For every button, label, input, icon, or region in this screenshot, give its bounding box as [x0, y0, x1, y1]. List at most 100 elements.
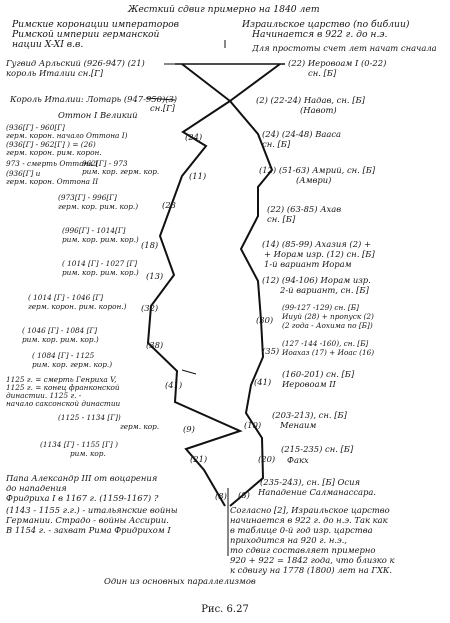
note-line-7: к сдвигу на 1778 (1800) лет на ГХК.	[230, 565, 393, 575]
label-1046-1084-1: ( 1046 [Г] - 1084 [Г]	[22, 326, 98, 335]
label-otto-great: Оттон I Великий	[58, 110, 138, 120]
left-num-13: (13)	[146, 271, 164, 281]
label-baasha-1: (24) (24-48) Вааса	[262, 129, 342, 139]
right-num-8: (8)	[238, 490, 250, 500]
label-ahab-2: сн. [Б]	[267, 214, 296, 224]
label-1125-1134-1: (1125 - 1134 [Г])	[58, 413, 121, 422]
right-num-41: (41)	[254, 377, 272, 387]
label-hugh-2: король Италии сн.[Г]	[6, 68, 103, 78]
label-962-973-1: 962[Г] - 973	[82, 159, 128, 168]
label-hoshea-1: (235-243), сн. [Б] Осия	[260, 477, 361, 487]
label-otto-a2: герм. корон. начало Оттона I)	[6, 131, 128, 140]
right-header-1: Израильское царство (по библии)	[242, 19, 410, 30]
label-jeroboam2-1: (160-201) сн. [Б]	[282, 369, 355, 379]
label-menahem-1: (203-213), сн. [Б]	[272, 410, 347, 420]
left-num-8: (8)	[215, 491, 227, 501]
label-menahem-2: Менаим	[280, 420, 317, 430]
label-1014-1027-1: ( 1014 [Г] - 1027 [Г]	[62, 259, 138, 268]
left-num-24: (24)	[185, 132, 203, 142]
label-omri-2: (Амври)	[296, 175, 332, 185]
label-ahaziah-1: (14) (85-99) Ахазия (2) +	[262, 239, 371, 249]
label-ahab-1: (22) (63-85) Ахав	[267, 204, 342, 214]
label-joram-1: (12) (94-106) Иорам изр.	[262, 275, 371, 285]
label-1125-c: династии. 1125 г. -	[6, 391, 82, 400]
label-962-973-2: рим. кор. герм. кор.	[82, 167, 160, 176]
dynasty-connector	[181, 369, 197, 375]
label-pekah-2: Факх	[287, 455, 309, 465]
left-header-3: нации X-XI в.в.	[12, 39, 84, 50]
left-num-41: (41)	[165, 380, 183, 390]
label-1014-1046-2: герм. корон. рим. корон.)	[28, 302, 127, 311]
note-line-1: Согласно [2], Израильское царство	[230, 505, 390, 515]
label-jeroboam1-2: сн. [Б]	[308, 68, 337, 78]
label-973-996-2: герм. кор. рим. кор.)	[58, 202, 139, 211]
label-ahaziah-2: + Иорам изр. (12) сн. [Б]	[264, 249, 375, 259]
label-omri-1: (12) (51-63) Амрий, сн. [Б]	[259, 165, 376, 175]
label-936-and-2: герм. корон. Оттона II	[6, 177, 99, 186]
left-num-11: (11)	[189, 171, 207, 181]
label-alexander-1: Папа Александр III от воцарения	[6, 473, 158, 483]
right-zigzag-line	[228, 63, 281, 507]
label-lothar-2: сн.[Г]	[150, 103, 175, 113]
note-line-6: 920 + 922 = 1842 года, что близко к	[230, 555, 395, 565]
left-num-38: (38)	[146, 340, 164, 350]
right-num-10: (10)	[244, 420, 262, 430]
left-num-18: (18)	[141, 240, 159, 250]
left-num-9: (9)	[183, 424, 195, 434]
left-num-32: (32)	[141, 303, 159, 313]
label-otto-death: 973 - смерть Оттона I	[6, 159, 98, 168]
left-header-1: Римские коронации императоров	[12, 19, 179, 30]
right-num-20: (20)	[258, 454, 276, 464]
label-baasha-2: сн. [Б]	[262, 139, 291, 149]
note-line-4: приходится на 920 г. н.э.,	[230, 535, 348, 545]
label-1014-1046-1: ( 1014 [Г] - 1046 [Г]	[28, 293, 104, 302]
label-pekah-1: (215-235) сн. [Б]	[281, 444, 354, 454]
label-1134-1155-2: рим. кор.	[70, 449, 106, 458]
title: Жесткий сдвиг примерно на 1840 лет	[128, 4, 320, 15]
label-hugh-1: Гугвид Арльский (926-947) (21)	[6, 58, 145, 68]
label-jeroboam2-2: Иеровоам II	[282, 379, 336, 389]
label-jehu-2: Ииуй (28) + пропуск (2)	[282, 312, 374, 321]
label-1084-1125-1: ( 1084 [Г] - 1125	[32, 351, 95, 360]
label-lothar-1: Король Италии: Лотарь (947-950)(3)	[10, 94, 178, 104]
label-1084-1125-2: рим. кор. герм. кор.)	[32, 360, 113, 369]
left-zigzag-line	[146, 63, 243, 507]
label-wars-2: Германии. Страдо - войны Ассирии.	[6, 515, 169, 525]
label-996-1014-1: (996[Г] - 1014[Г]	[62, 226, 126, 235]
label-nadab-1: (2) (22-24) Надав, сн. [Б]	[256, 95, 365, 105]
figure-caption: Рис. 6.27	[201, 604, 249, 615]
label-1125-1134-2: герм. кор.	[120, 422, 160, 431]
footer-note: Один из основных параллелизмов	[104, 576, 256, 586]
note-line-3: в таблице 0-й год изр. царства	[230, 525, 373, 535]
label-joram-2: 2-й вариант, сн. [Б]	[280, 285, 369, 295]
lothar-connector	[145, 97, 176, 101]
label-otto-b2: герм. корон. рим. корон.	[6, 148, 102, 157]
right-header-note: Для простоты счет лет начат сначала	[252, 43, 437, 53]
label-973-996-1: (973[Г] - 996[Г]	[58, 193, 117, 202]
label-jeroboam1-1: (22) Иеровоам I (0-22)	[288, 58, 387, 68]
label-wars-3: В 1154 г. - захват Рима Фридрихом I	[6, 525, 171, 535]
label-1125-a: 1125 г. = смерть Генриха V,	[6, 375, 117, 384]
label-1014-1027-2: рим. кор. рим. кор.)	[62, 268, 139, 277]
label-1125-d: начало саксонской династии	[6, 399, 121, 408]
label-jehu-1: (99-127 -129) сн. [Б]	[282, 303, 359, 312]
label-1046-1084-2: рим. кор. рим. кор.)	[22, 335, 99, 344]
label-1125-b: 1125 г. = конец франконской	[6, 383, 120, 392]
left-num-21: (21)	[190, 454, 208, 464]
right-num-35: (35)	[262, 346, 280, 356]
label-alexander-2: до нападения	[6, 483, 67, 493]
label-alexander-3: Фридриха I в 1167 г. (1159-1167) ?	[6, 493, 159, 503]
label-otto-b1: (936[Г] - 962[Г] ) = (26)	[6, 140, 96, 149]
left-num-23: (23	[162, 200, 176, 210]
label-otto-a1: (936[Г] - 960[Г]	[6, 123, 65, 132]
note-line-2: начинается в 922 г. до н.э. Так как	[230, 515, 388, 525]
label-jehu-3: (2 года - Аохима по [Б])	[282, 321, 373, 330]
label-nadab-2: (Навот)	[300, 105, 337, 115]
label-ahaziah-3: 1-й вариант Иорам	[264, 259, 352, 269]
label-jehoahaz-1: (127 -144 -160), сн. [Б]	[282, 339, 369, 348]
label-wars-1: (1143 - 1155 г.г.) - итальянские войны	[6, 505, 178, 515]
label-936-and-1: (936[Г] и	[6, 169, 41, 178]
label-jehoahaz-2: Иоахаз (17) + Иоас (16)	[282, 348, 375, 357]
